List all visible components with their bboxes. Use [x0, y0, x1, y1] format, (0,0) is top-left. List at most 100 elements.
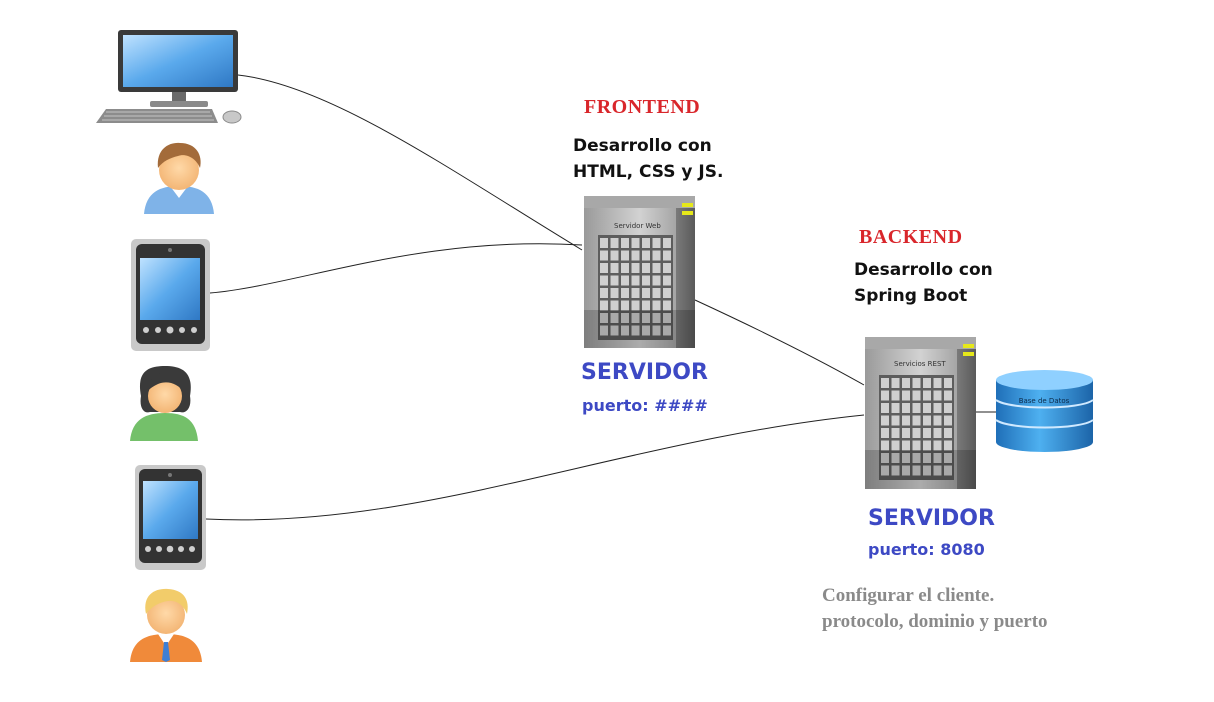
server-window-cell	[902, 378, 910, 388]
server-window-cell	[663, 300, 671, 311]
backend-desc-line2: Spring Boot	[854, 286, 968, 306]
server-window-cell	[944, 440, 952, 451]
link-tablet1-to-frontend	[209, 243, 583, 294]
server-window-cell	[631, 325, 640, 336]
server-window-cell	[912, 403, 921, 413]
config-note: Configurar el cliente. protocolo, domini…	[822, 583, 1048, 635]
server-window-cell	[891, 465, 900, 476]
user-man-icon	[144, 142, 214, 214]
link-desktop-to-frontend	[237, 74, 583, 251]
server-window-cell	[663, 313, 671, 323]
desktop-computer-icon	[96, 30, 242, 124]
server-window-cell	[923, 453, 931, 463]
server-window-cell	[923, 390, 931, 401]
server-window-cell	[923, 465, 931, 476]
server-window-cell	[933, 390, 942, 401]
server-window-cell	[902, 415, 910, 426]
frontend-server-title: SERVIDOR	[581, 360, 708, 385]
frontend-desc-line2: HTML, CSS y JS.	[573, 162, 724, 182]
server-window-cell	[891, 378, 900, 388]
server-window-cell	[631, 275, 640, 286]
server-window-cell	[610, 288, 619, 298]
server-window-cell	[923, 428, 931, 438]
server-window-cell	[902, 440, 910, 451]
server-window-cell	[933, 415, 942, 426]
server-window-cell	[652, 325, 661, 336]
server-window-cell	[631, 263, 640, 273]
server-window-cell	[663, 250, 671, 261]
server-window-cell	[600, 238, 608, 248]
server-window-cell	[600, 325, 608, 336]
server-window-cell	[902, 465, 910, 476]
server-window-cell	[600, 288, 608, 298]
server-window-cell	[891, 428, 900, 438]
connection-lines	[205, 74, 996, 521]
server-window-cell	[663, 238, 671, 248]
server-window-cell	[642, 325, 650, 336]
server-window-cell	[652, 288, 661, 298]
server-window-cell	[652, 238, 661, 248]
server-window-cell	[881, 378, 889, 388]
server-window-cell	[652, 300, 661, 311]
server-window-cell	[631, 288, 640, 298]
server-window-cell	[902, 390, 910, 401]
server-window-cell	[663, 275, 671, 286]
server-window-cell	[944, 428, 952, 438]
server-window-cell	[912, 415, 921, 426]
config-note-line2: protocolo, dominio y puerto	[822, 611, 1048, 632]
server-window-cell	[642, 275, 650, 286]
server-window-cell	[891, 415, 900, 426]
server-window-cell	[944, 403, 952, 413]
backend-desc-line1: Desarrollo con	[854, 260, 993, 280]
server-window-cell	[610, 238, 619, 248]
server-window-cell	[923, 403, 931, 413]
server-window-cell	[621, 238, 629, 248]
server-window-cell	[600, 313, 608, 323]
database-icon: Base de Datos	[995, 370, 1094, 452]
server-window-cell	[642, 238, 650, 248]
server-window-cell	[912, 453, 921, 463]
server-window-cell	[944, 378, 952, 388]
server-window-cell	[923, 378, 931, 388]
server-window-cell	[912, 440, 921, 451]
server-window-cell	[663, 288, 671, 298]
server-window-cell	[621, 313, 629, 323]
server-window-cell	[621, 325, 629, 336]
server-window-cell	[610, 275, 619, 286]
frontend-description: Desarrollo con HTML, CSS y JS.	[573, 133, 723, 185]
server-window-cell	[902, 428, 910, 438]
server-window-cell	[944, 465, 952, 476]
server-window-cell	[621, 275, 629, 286]
server-window-cell	[912, 378, 921, 388]
server-window-cell	[610, 313, 619, 323]
server-window-cell	[621, 300, 629, 311]
server-window-cell	[881, 465, 889, 476]
server-window-cell	[923, 415, 931, 426]
frontend-desc-line1: Desarrollo con	[573, 136, 712, 156]
backend-server-caption: Servicios REST	[894, 360, 946, 368]
server-window-cell	[933, 440, 942, 451]
server-window-cell	[902, 403, 910, 413]
server-window-cell	[881, 390, 889, 401]
server-window-cell	[881, 415, 889, 426]
server-window-cell	[891, 440, 900, 451]
database-label: Base de Datos	[1019, 397, 1070, 405]
server-window-cell	[610, 300, 619, 311]
server-window-cell	[652, 275, 661, 286]
server-window-cell	[663, 263, 671, 273]
server-window-cell	[631, 313, 640, 323]
server-window-cell	[642, 313, 650, 323]
server-window-cell	[663, 325, 671, 336]
server-window-cell	[600, 300, 608, 311]
tablet-icon	[131, 239, 210, 351]
server-window-cell	[881, 428, 889, 438]
backend-server-port: puerto: 8080	[868, 540, 985, 559]
server-window-cell	[944, 415, 952, 426]
server-window-cell	[933, 428, 942, 438]
server-window-cell	[912, 390, 921, 401]
server-window-cell	[600, 250, 608, 261]
link-tablet2-to-backend	[205, 414, 865, 521]
server-window-cell	[933, 378, 942, 388]
tablet-icon	[135, 465, 206, 570]
